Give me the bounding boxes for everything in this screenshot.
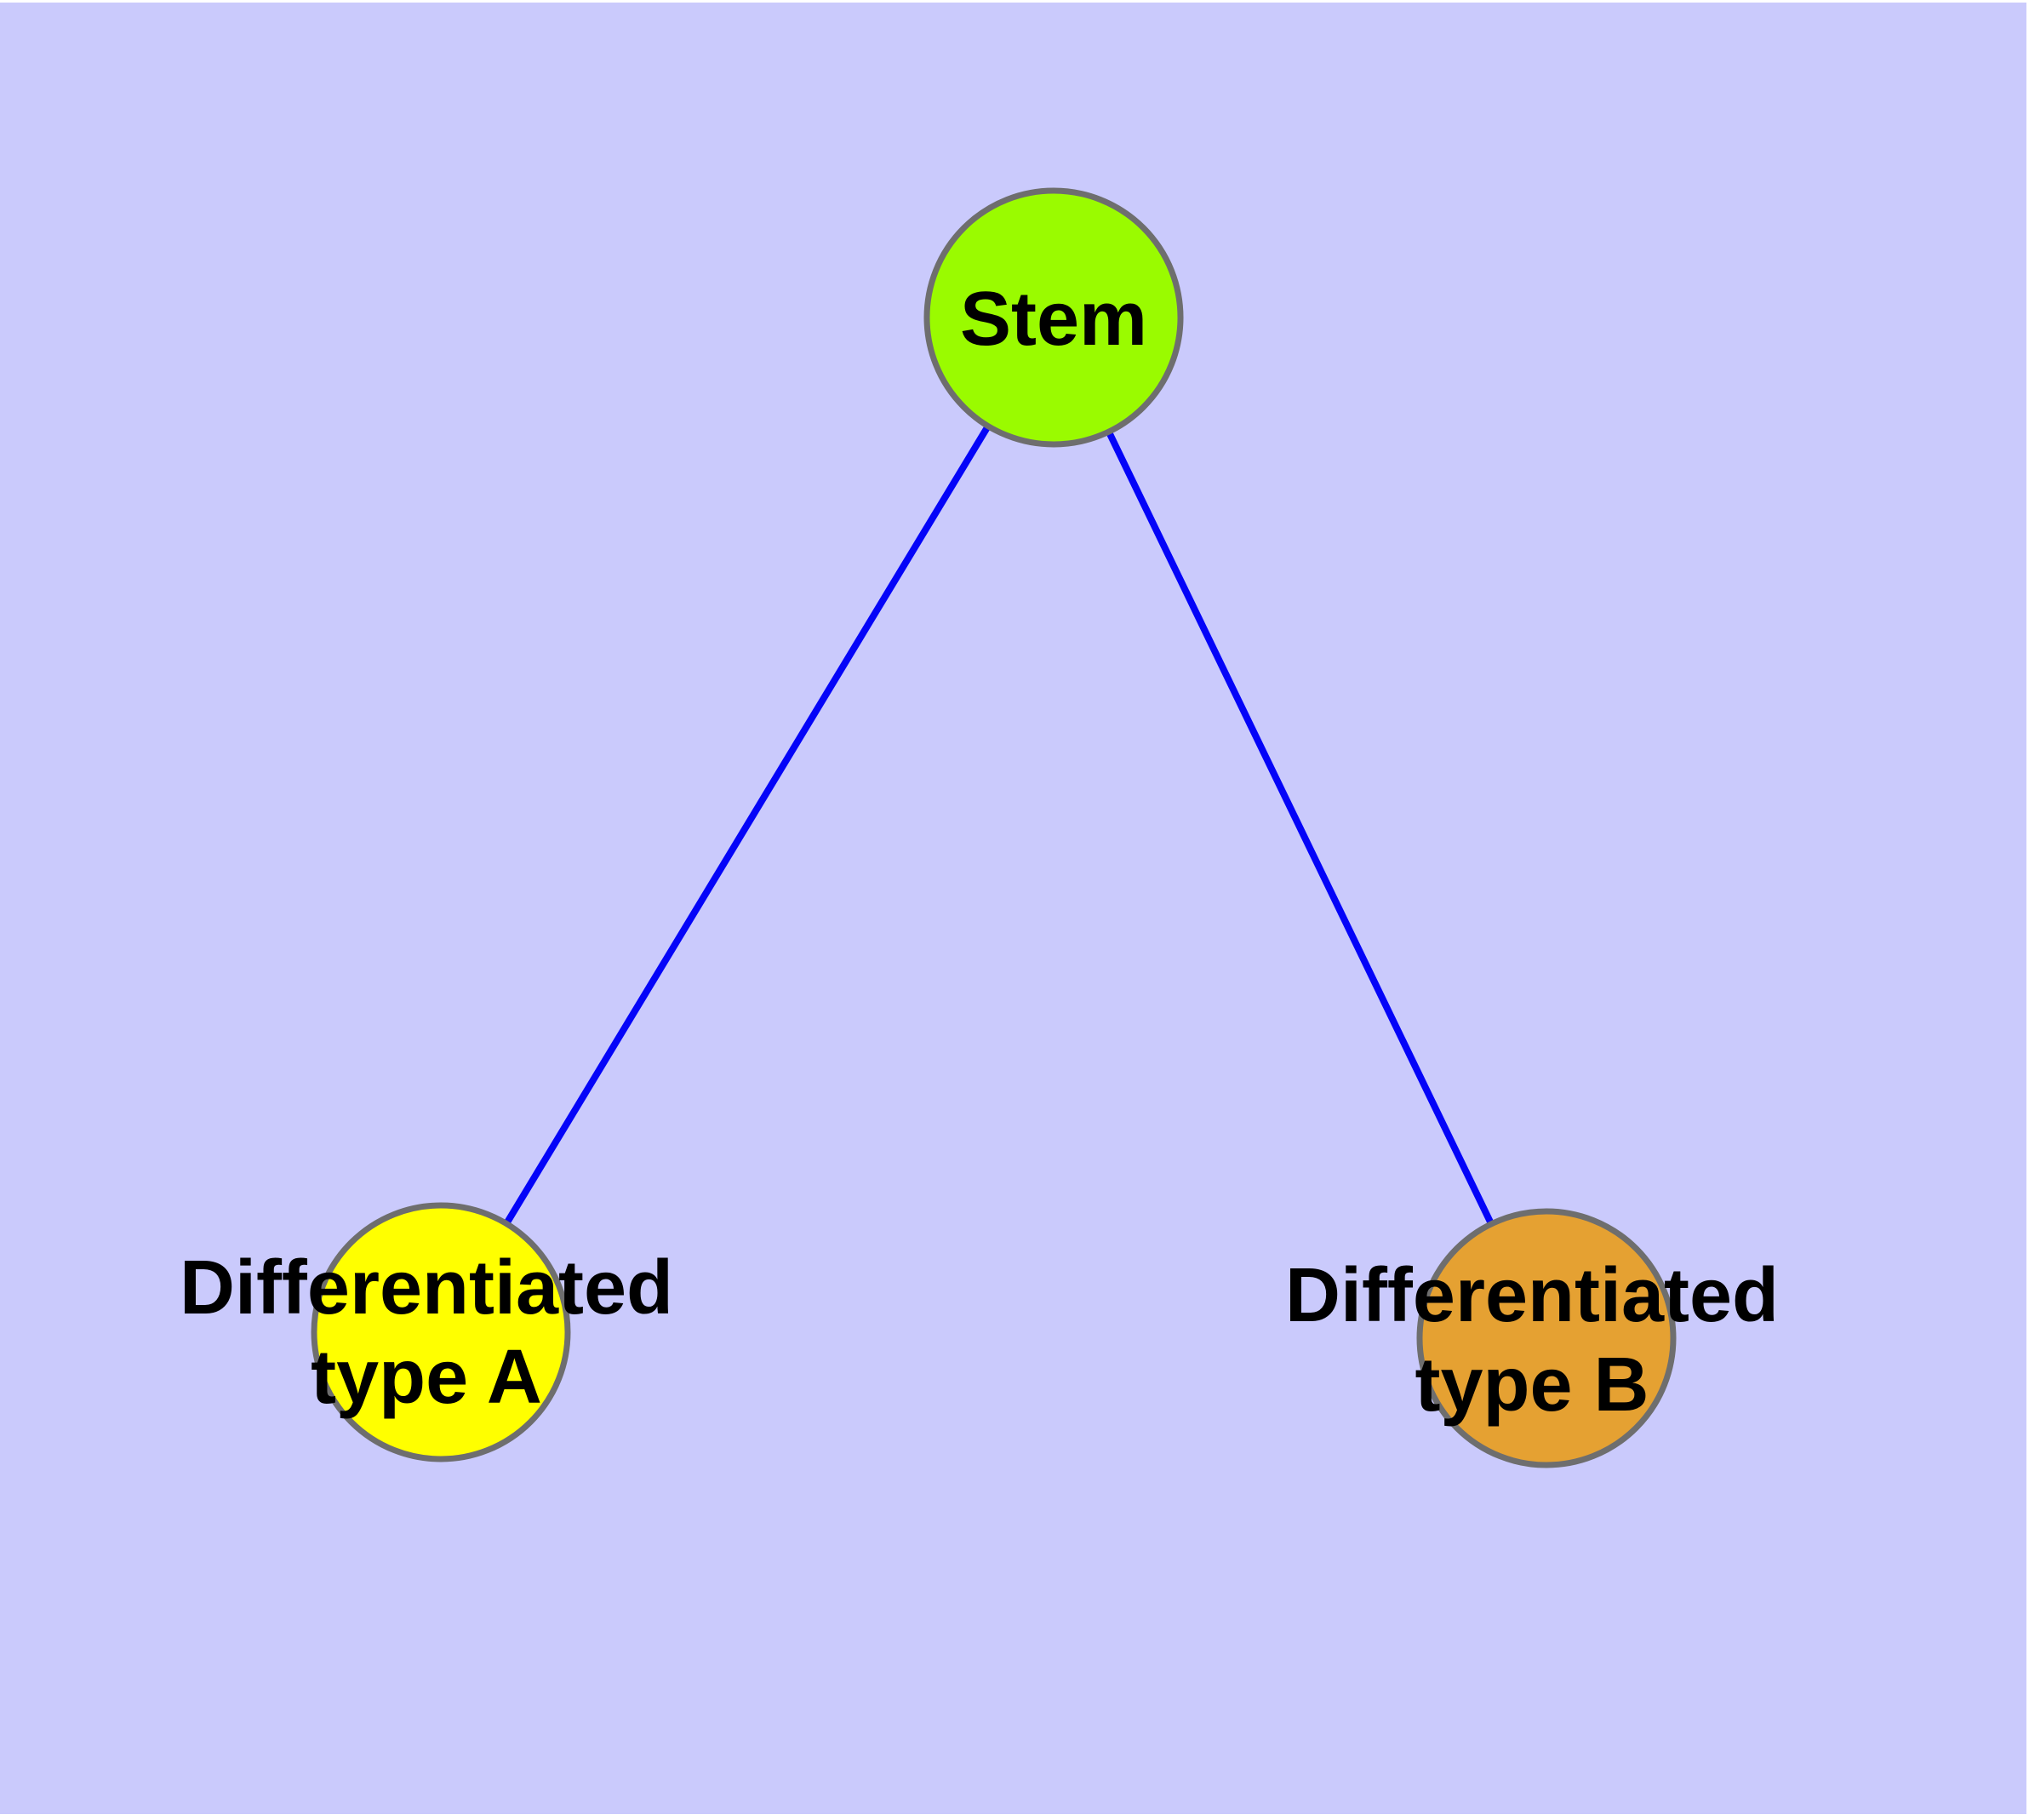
edge-stem-to-type-b bbox=[1050, 316, 1550, 1340]
node-type-a bbox=[311, 1202, 571, 1462]
node-type-a-label-line2: type A bbox=[311, 1335, 542, 1420]
node-type-a-label-line1: Differentiated bbox=[180, 1245, 673, 1331]
node-stem-label: Stem bbox=[960, 277, 1147, 362]
edge-stem-to-type-a bbox=[437, 315, 1057, 1335]
node-stem bbox=[923, 187, 1184, 448]
node-type-b-label: Differentiated type B bbox=[1285, 1253, 1779, 1428]
node-type-b-label-line1: Differentiated bbox=[1285, 1253, 1779, 1338]
node-type-a-label: Differentiated type A bbox=[180, 1245, 673, 1420]
node-type-b bbox=[1416, 1208, 1677, 1468]
node-type-b-label-line2: type B bbox=[1415, 1342, 1649, 1428]
